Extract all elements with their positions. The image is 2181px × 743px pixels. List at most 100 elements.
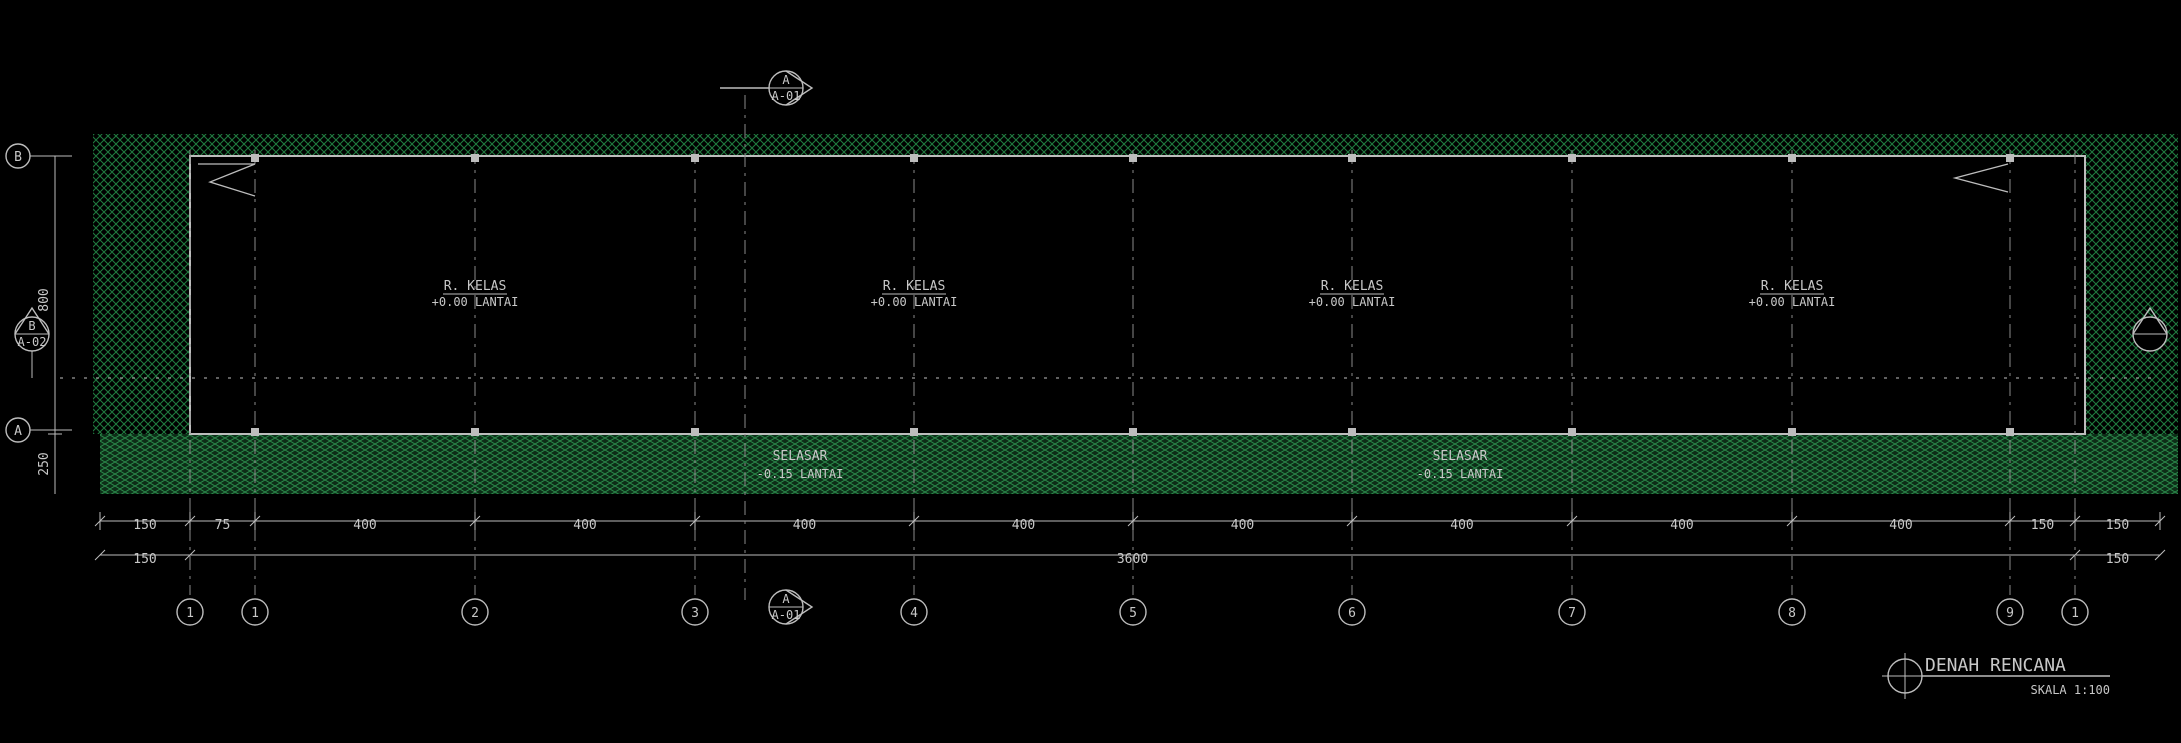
grid-bubbles: 1 1 2 3 4 5 6 7 8 9 1 [176,598,2089,626]
columns [251,154,2014,436]
dim-bottom-7: 400 [1450,518,1473,533]
grid-bubble-label: 1 [2071,606,2079,621]
dim-lower-2: 150 [2106,552,2129,567]
column-7-1 [1568,428,1576,436]
section-mark-top: A A-01 [720,70,814,600]
column-1-1 [251,428,259,436]
section-top-number: A [782,73,790,87]
dim-lower-0: 150 [133,552,156,567]
dim-bottom-9: 400 [1889,518,1912,533]
section-bottom-sheet: A-01 [772,608,801,622]
corridor-name: SELASAR [1433,449,1488,464]
column-1-0 [251,154,259,162]
grid-bubble-label: 9 [2006,606,2014,621]
section-bottom-number: A [782,592,790,606]
dim-bottom-11: 150 [2106,518,2129,533]
column-4-1 [910,428,918,436]
corridor-label-1: SELASAR -0.15 LANTAI [1417,449,1504,481]
column-7-0 [1568,154,1576,162]
column-6-1 [1348,428,1356,436]
section-top-sheet: A-01 [772,89,801,103]
grid-bubble-g-8: 8 [1778,598,1806,626]
room-label-1: R. KELAS+0.00 LANTAI [871,279,958,309]
room-label-3: R. KELAS+0.00 LANTAI [1749,279,1836,309]
dim-bottom-5: 400 [1012,518,1035,533]
dim-bottom-6: 400 [1231,518,1254,533]
grid-bubble-g-b1: 1 [2061,598,2089,626]
room-level: +0.00 LANTAI [1309,295,1396,309]
grid-bubble-g-6: 6 [1338,598,1366,626]
room-name: R. KELAS [1761,279,1824,294]
corridor-level: -0.15 LANTAI [757,467,844,481]
side-dim-bottom: 250 [37,452,52,475]
column-9-1 [2006,428,2014,436]
grid-bubble-g-4: 4 [900,598,928,626]
grid-bubble-g-a1: 1 [176,598,204,626]
dim-lower-1: 3600 [1117,552,1148,567]
dim-bottom-4: 400 [793,518,816,533]
side-grid-a: A [5,417,72,443]
grid-bubble-label: 6 [1348,606,1356,621]
grid-bubble-label: 3 [691,606,699,621]
corridor-hatch [100,434,2178,494]
building-outline [189,155,2086,435]
drawing-scale: SKALA 1:100 [2031,683,2110,697]
grid-bubble-g-1: 1 [241,598,269,626]
ramp-right [1952,163,2009,193]
dim-bottom-3: 400 [573,518,596,533]
column-9-0 [2006,154,2014,162]
section-mark-left: B A-02 [14,306,50,378]
grid-bubble-label: 5 [1129,606,1137,621]
column-5-0 [1129,154,1137,162]
grid-bubble-label: 1 [251,606,259,621]
side-grid-b: B [5,143,72,169]
column-3-0 [691,154,699,162]
room-name: R. KELAS [883,279,946,294]
room-level: +0.00 LANTAI [432,295,519,309]
side-dimension: 800 250 [37,155,62,494]
grid-bubble-g-2: 2 [461,598,489,626]
grid-bubble-label: 7 [1568,606,1576,621]
grid-bubble-label: 2 [471,606,479,621]
drawing-title: DENAH RENCANA [1925,655,2066,676]
section-left-number: B [28,319,35,333]
dim-bottom-2: 400 [353,518,376,533]
section-mark-right [2132,306,2168,352]
grid-bubble-g-3: 3 [681,598,709,626]
hatch-top [93,134,2178,156]
section-mark-bottom: A A-01 [768,589,814,625]
dim-bottom-10: 150 [2031,518,2054,533]
column-6-0 [1348,154,1356,162]
grid-bubble-g-5: 5 [1119,598,1147,626]
column-3-1 [691,428,699,436]
hatch-left [93,134,190,434]
side-grid-b-label: B [14,150,22,165]
column-2-0 [471,154,479,162]
column-2-1 [471,428,479,436]
grid-bubble-label: 1 [186,606,194,621]
room-label-0: R. KELAS+0.00 LANTAI [432,279,519,309]
room-name: R. KELAS [1321,279,1384,294]
column-4-0 [910,154,918,162]
dim-bottom-8: 400 [1670,518,1693,533]
grid-bubble-g-9: 9 [1996,598,2024,626]
column-8-0 [1788,154,1796,162]
dim-bottom-0: 150 [133,518,156,533]
grid-bubble-g-7: 7 [1558,598,1586,626]
room-label-2: R. KELAS+0.00 LANTAI [1309,279,1396,309]
grid-bubble-label: 4 [910,606,918,621]
room-name: R. KELAS [444,279,507,294]
grid-bubble-label: 8 [1788,606,1796,621]
column-5-1 [1129,428,1137,436]
section-left-sheet: A-02 [18,335,47,349]
room-level: +0.00 LANTAI [871,295,958,309]
corridor-level: -0.15 LANTAI [1417,467,1504,481]
corridor-label-0: SELASAR-0.15 LANTAI [757,449,844,481]
title-block: DENAH RENCANA SKALA 1:100 [1882,653,2110,699]
side-dim-top: 800 [37,288,52,311]
ramp-left [198,163,256,197]
